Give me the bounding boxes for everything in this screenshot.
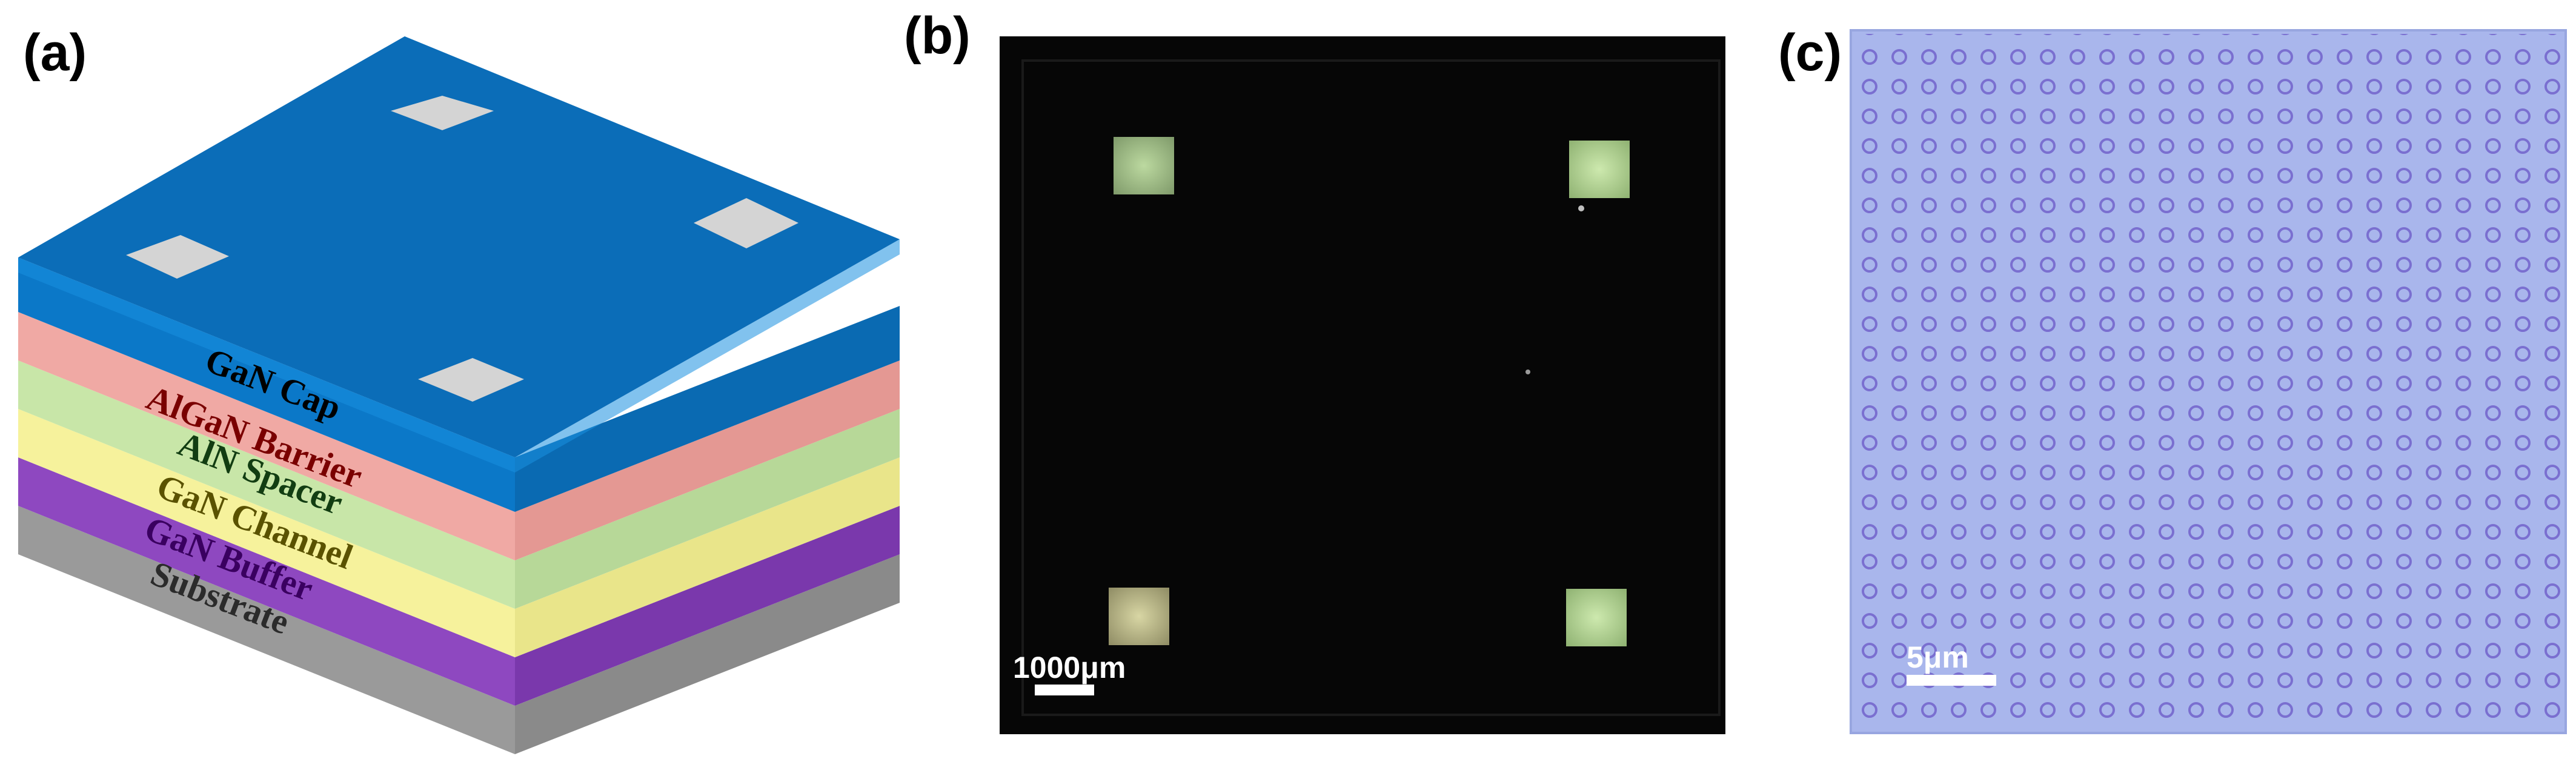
substrate-layer (18, 506, 900, 754)
panel-label-c: (c) (1778, 24, 1842, 82)
device-photo: 1000μm (1000, 36, 1725, 734)
gan-buffer-layer (18, 457, 900, 706)
scale-bar-c-label: 5μm (1907, 640, 1969, 674)
gan-cap-layer (18, 36, 900, 512)
scale-bar-b-label: 1000μm (1013, 651, 1126, 685)
scale-bar-c (1907, 675, 1996, 686)
gan-channel-layer (18, 409, 900, 657)
array-photo: 5μm (1850, 29, 2567, 734)
photo-contact-pad (1109, 588, 1169, 645)
scale-bar-b (1035, 685, 1094, 695)
panel-label-b: (b) (904, 7, 971, 65)
photo-contact-pad (1114, 137, 1174, 194)
algan-barrier-layer (18, 312, 900, 560)
contact-pad (391, 96, 494, 130)
aln-spacer-layer (18, 360, 900, 609)
contact-pad (418, 358, 524, 402)
contact-pad (694, 198, 798, 248)
contact-pad (126, 235, 229, 279)
photo-contact-pad (1566, 589, 1627, 646)
layer-stack-diagram: GaN Cap AlGaN Barrier AlN Spacer GaN Cha… (18, 36, 900, 754)
photo-contact-pad (1569, 141, 1630, 198)
panel-label-a: (a) (23, 24, 87, 82)
